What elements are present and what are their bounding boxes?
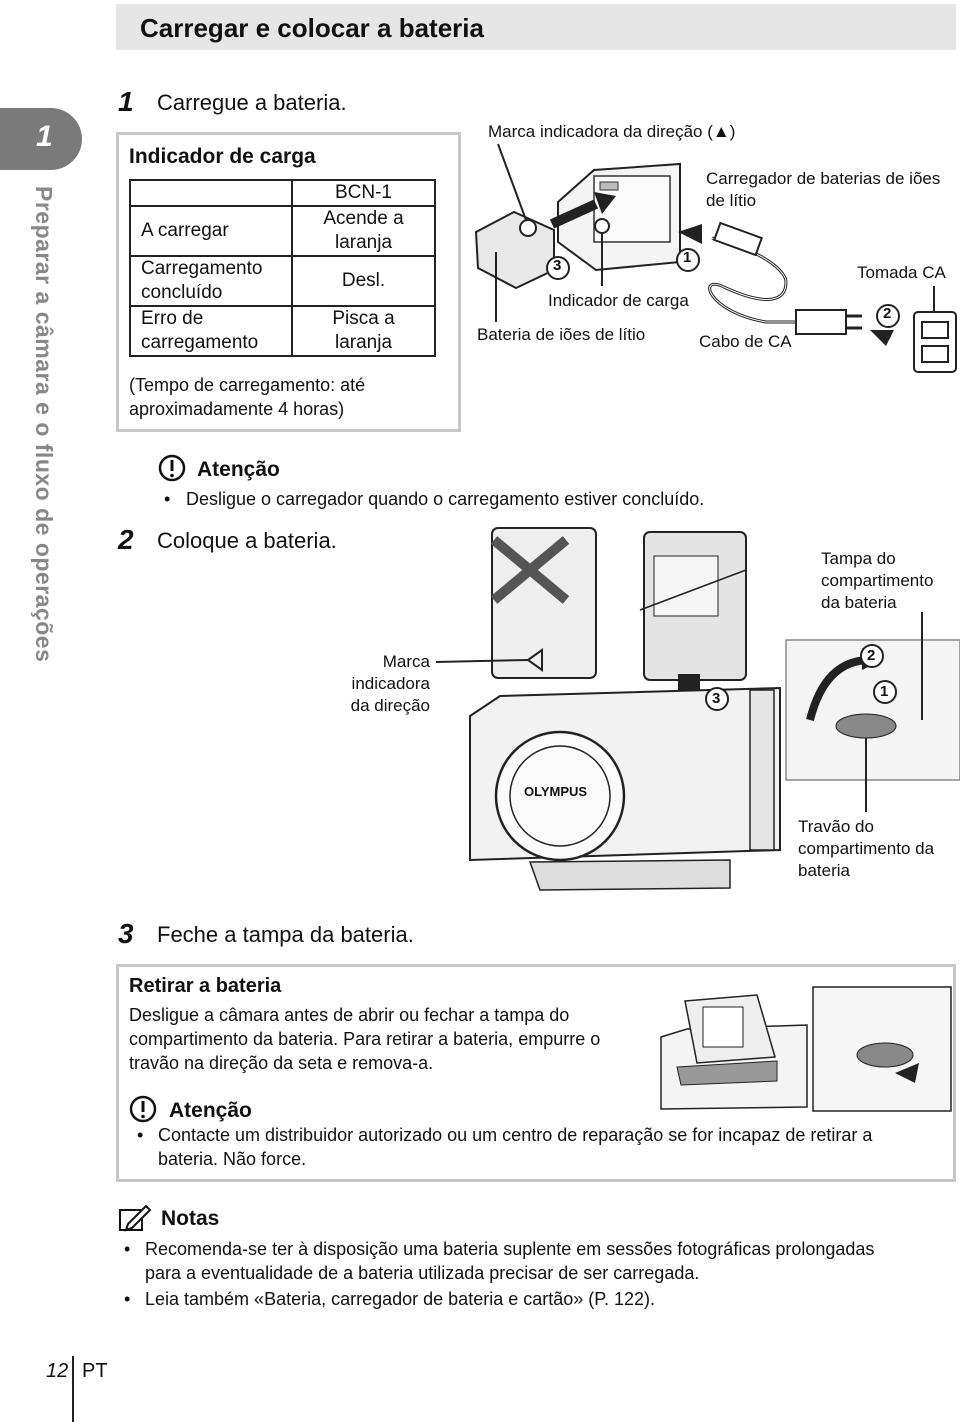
attention-icon	[158, 454, 186, 482]
table-row: Erro de carregamento Pisca a laranja	[129, 305, 436, 357]
direction-mark-icon	[519, 219, 537, 237]
direction-mark-label: Marca indicadora da direção (▲)	[488, 122, 736, 141]
remove-title: Retirar a bateria	[129, 975, 282, 997]
charger-label: Carregador de baterias de iões de lítio	[706, 169, 941, 210]
cable-label: Cabo de CA	[699, 332, 792, 351]
step-2-number: 2	[118, 524, 134, 555]
charger-contacts	[599, 181, 619, 191]
step-1-text: Carregue a bateria.	[157, 90, 347, 115]
table-header-model: BCN-1	[291, 179, 436, 207]
table-cell-state: A carregar	[129, 205, 293, 257]
camera-brand: OLYMPUS	[524, 784, 588, 799]
push-arrow-icon	[895, 1063, 919, 1083]
footer-divider	[72, 1356, 74, 1422]
socket-label: Tomada CA	[857, 263, 946, 282]
remove-battery-box: Retirar a bateria Desligue a câmara ante…	[116, 964, 956, 1182]
plug-in-arrow-icon	[870, 330, 894, 346]
page-title: Carregar e colocar a bateria	[140, 13, 484, 43]
attention-item: Desligue o carregador quando o carregame…	[186, 489, 705, 509]
notes-item: Recomenda-se ter à disposição uma bateri…	[145, 1239, 875, 1283]
bullet: •	[124, 1289, 131, 1309]
table-cell-state: Erro de carregamento	[129, 305, 293, 357]
page-title-bar: Carregar e colocar a bateria	[116, 4, 956, 50]
attention-icon	[129, 1095, 157, 1123]
charge-box-title: Indicador de carga	[129, 145, 316, 168]
camera-number-3: 3	[712, 690, 721, 707]
page-number: 12	[46, 1360, 69, 1382]
step-3-number: 3	[118, 918, 134, 949]
chapter-title: Preparar a câmara e o fluxo de operações	[31, 186, 57, 663]
camera-number-2: 2	[867, 647, 876, 664]
language-code: PT	[82, 1360, 108, 1382]
lock-label: Travão do compartimento da bateria	[798, 817, 935, 880]
notes-title: Notas	[161, 1207, 220, 1230]
table-header-empty	[129, 179, 293, 207]
camera-number-1: 1	[880, 683, 889, 700]
table-cell-value: Acende a laranja	[291, 205, 436, 257]
cover-label: Tampa do compartimento da bateria	[821, 549, 934, 612]
notes-item: Leia também «Bateria, carregador de bate…	[145, 1289, 655, 1309]
table-row: A carregar Acende a laranja	[129, 205, 436, 257]
camera-diagram	[435, 527, 960, 891]
camera-base	[528, 859, 731, 891]
step-2-text: Coloque a bateria.	[157, 528, 337, 553]
charge-indicator-box: Indicador de carga BCN-1 A carregar Acen…	[116, 132, 461, 432]
attention-title: Atenção	[197, 458, 280, 481]
remove-battery-illustration	[660, 986, 952, 1112]
remove-text: Desligue a câmara antes de abrir ou fech…	[129, 1005, 601, 1073]
step-1-number: 1	[118, 86, 134, 117]
table-row: Carregamento concluído Desl.	[129, 255, 436, 307]
bullet: •	[137, 1125, 144, 1145]
charger-diagram	[474, 143, 957, 373]
ac-plug	[795, 309, 847, 335]
lock-lever	[835, 713, 897, 739]
charge-table: BCN-1 A carregar Acende a laranja Carreg…	[129, 179, 436, 357]
camera-direction-mark-label: Marca indicadora da direção	[350, 652, 430, 715]
table-cell-value: Desl.	[291, 255, 436, 307]
table-cell-state: Carregamento concluído	[129, 255, 293, 307]
battery-label: Bateria de iões de lítio	[477, 325, 646, 344]
notes-icon	[119, 1204, 152, 1232]
body-cap	[494, 730, 626, 862]
charge-indicator-icon	[594, 218, 610, 234]
plug-arrow-icon	[678, 224, 702, 244]
charge-indicator-label: Indicador de carga	[548, 291, 689, 310]
chapter-tab: 1	[0, 108, 82, 170]
insert-arrow-icon	[549, 199, 599, 229]
battery-shape	[474, 210, 555, 290]
table-cell-value: Pisca a laranja	[291, 305, 436, 357]
bullet: •	[164, 489, 171, 509]
remove-attention-item: Contacte um distribuidor autorizado ou u…	[158, 1125, 873, 1169]
charger-number-3: 3	[553, 257, 562, 274]
charger-number-2: 2	[883, 305, 892, 322]
bullet: •	[124, 1239, 131, 1259]
remove-attention-title: Atenção	[169, 1099, 252, 1122]
insert-arrow-head-icon	[594, 192, 616, 214]
charger-number-1: 1	[683, 249, 692, 266]
charge-time-note: (Tempo de carregamento: até aproximadame…	[129, 375, 366, 419]
step-3-text: Feche a tampa da bateria.	[157, 922, 414, 947]
chapter-number: 1	[36, 120, 53, 153]
camera-grip	[749, 689, 775, 851]
cable-connector	[712, 221, 764, 257]
